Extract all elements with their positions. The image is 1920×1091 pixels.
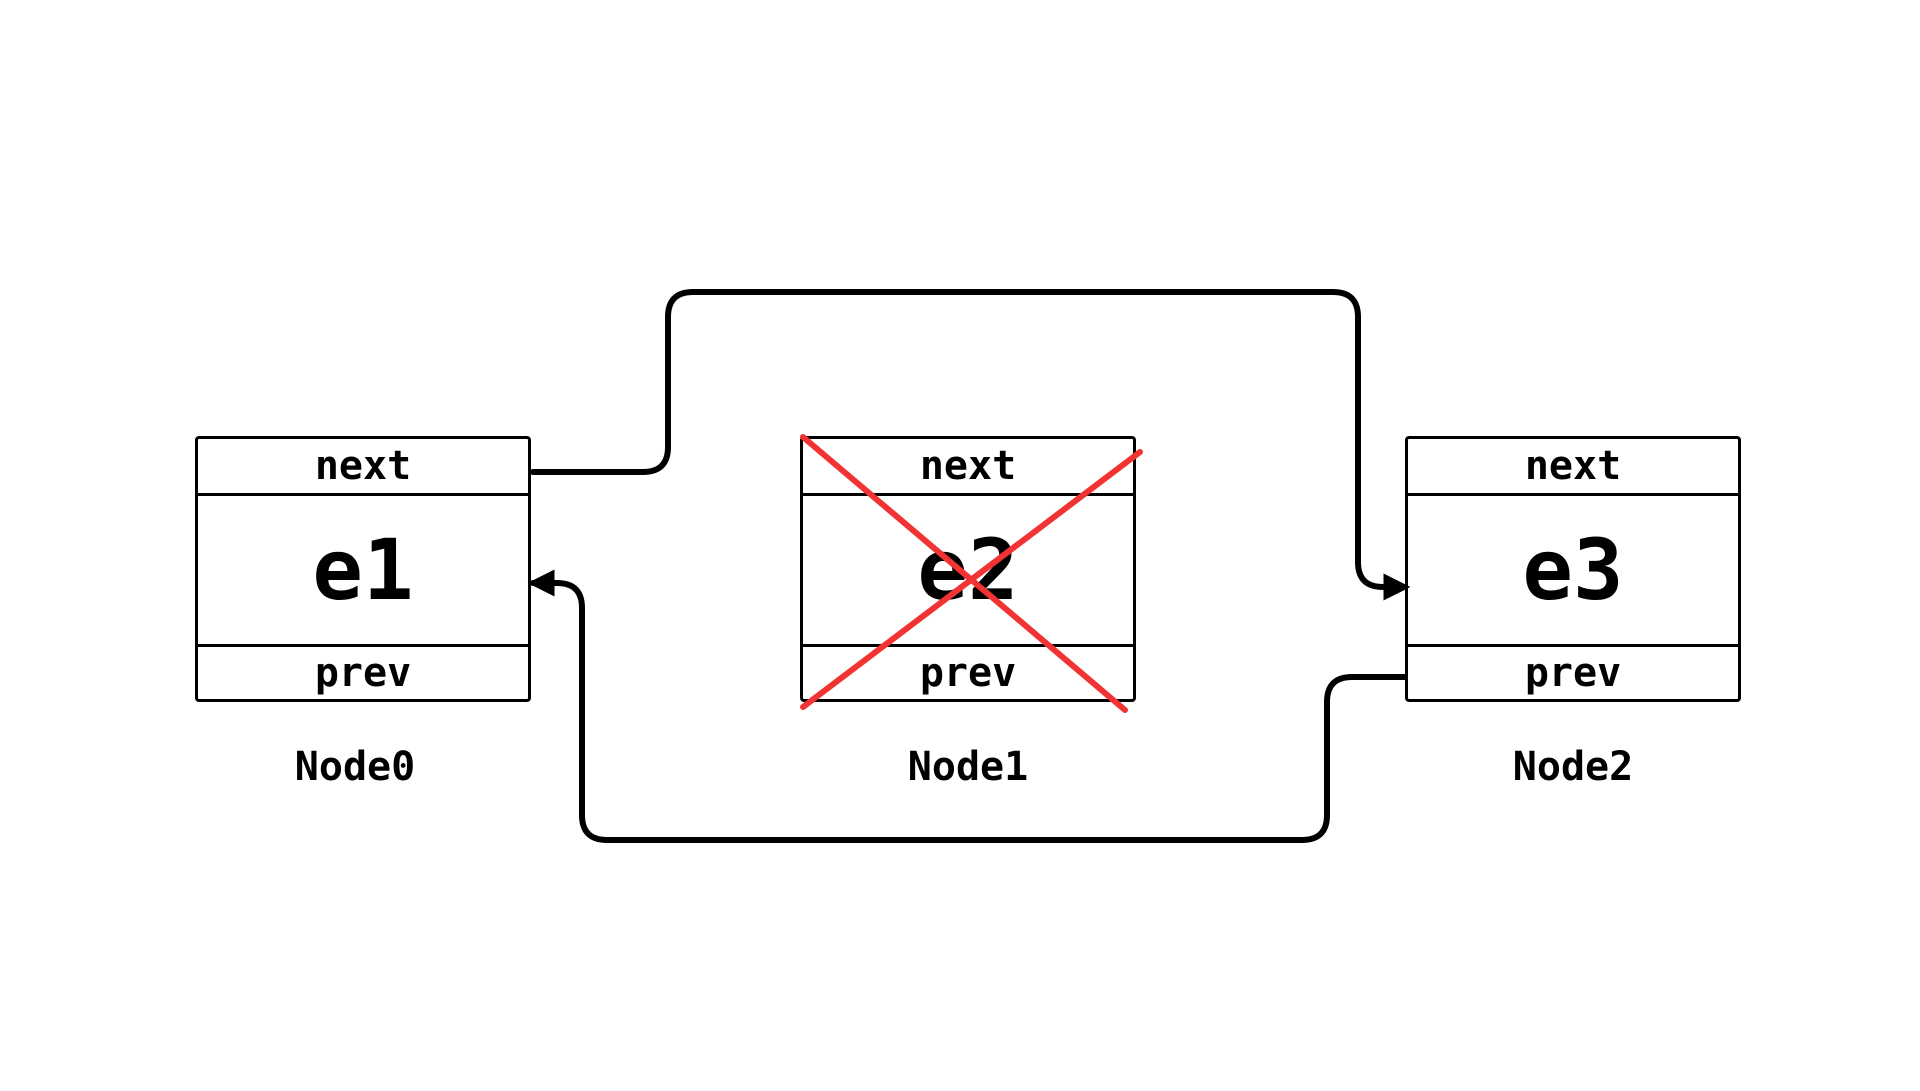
node-2-label: Node2: [1512, 744, 1634, 790]
node-1-next-field: next: [803, 439, 1133, 496]
node-1-element: e2: [803, 496, 1133, 647]
node-0-prev-field: prev: [314, 650, 412, 696]
node-1-prev-field: prev: [919, 650, 1017, 696]
node-2-next-field: next: [1408, 439, 1738, 496]
node-2-element: e3: [1408, 496, 1738, 647]
node-2-prev-field: prev: [1524, 650, 1622, 696]
node-0: next e1 prev: [195, 436, 531, 702]
node-2: next e3 prev: [1405, 436, 1741, 702]
node-0-next-field: next: [198, 439, 528, 496]
node-0-label: Node0: [294, 744, 416, 790]
node-0-element: e1: [198, 496, 528, 647]
node-1: next e2 prev: [800, 436, 1136, 702]
node-1-label: Node1: [907, 744, 1029, 790]
